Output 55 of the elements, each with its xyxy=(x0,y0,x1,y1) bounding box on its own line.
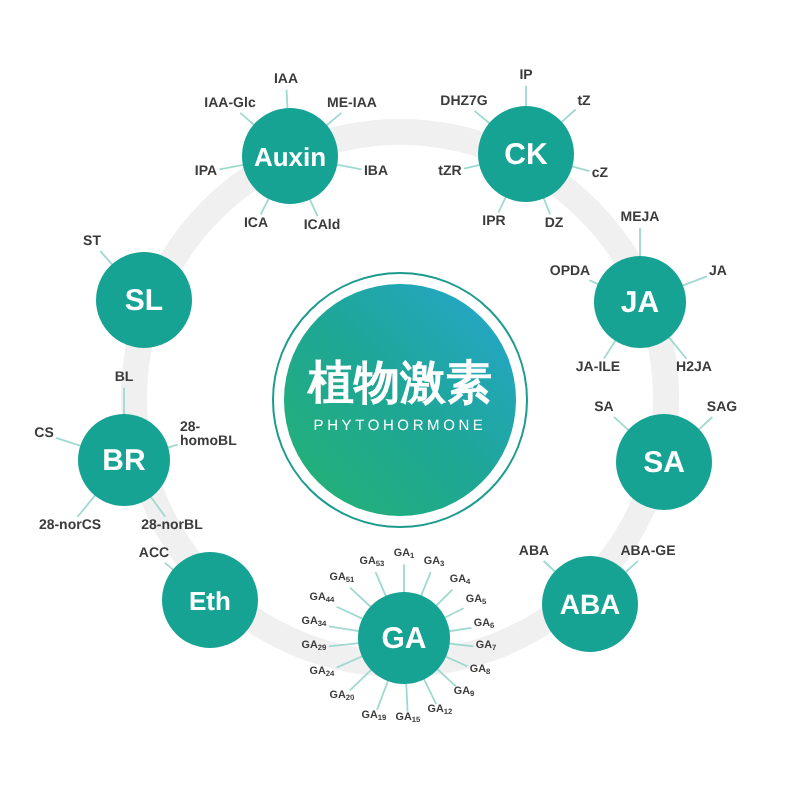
hormone-circle: Auxin xyxy=(242,108,338,204)
leader-line xyxy=(327,625,361,632)
leader-line xyxy=(420,571,432,597)
leader-line xyxy=(639,226,641,258)
leader-line xyxy=(405,682,409,713)
leader-line xyxy=(697,416,714,431)
leader-line xyxy=(218,163,245,171)
leader-line xyxy=(376,679,389,711)
leader-line xyxy=(163,561,175,571)
leader-line xyxy=(259,197,270,216)
leader-line xyxy=(560,108,577,124)
leader-line xyxy=(570,165,591,173)
leader-line xyxy=(497,196,507,214)
leader-line xyxy=(463,164,481,170)
leader-line xyxy=(436,668,457,688)
leader-line xyxy=(123,386,125,416)
leader-line xyxy=(624,560,639,574)
leader-line xyxy=(403,563,405,594)
leader-line xyxy=(681,275,708,287)
hormone-circle: SL xyxy=(96,252,192,348)
hormone-circle: SA xyxy=(616,414,712,510)
hormone-circle: BR xyxy=(78,414,170,506)
leader-line xyxy=(149,495,167,518)
leader-line xyxy=(448,627,473,633)
leader-line xyxy=(76,494,97,518)
leader-line xyxy=(435,588,454,607)
leader-line xyxy=(613,416,630,432)
leader-line xyxy=(667,336,688,360)
hormone-circle: Eth xyxy=(162,552,258,648)
leader-line xyxy=(422,677,437,705)
hormone-circle: CK xyxy=(478,106,574,202)
leader-line xyxy=(335,163,363,171)
hormone-circle: ABA xyxy=(542,556,638,652)
title-text: 植物激素 xyxy=(308,358,492,410)
leader-line xyxy=(285,88,289,110)
leader-line xyxy=(374,571,387,598)
leader-line xyxy=(99,250,114,266)
leader-line xyxy=(325,111,343,127)
leader-line xyxy=(349,586,372,608)
leader-line xyxy=(308,198,319,218)
leader-line xyxy=(327,642,360,648)
leader-line xyxy=(444,655,469,668)
leader-line xyxy=(542,197,552,216)
leader-line xyxy=(55,437,82,447)
leader-line xyxy=(335,605,364,620)
hormone-circle: GA xyxy=(358,592,450,684)
leader-line xyxy=(525,84,527,108)
leader-line xyxy=(348,668,373,692)
hormone-circle: JA xyxy=(594,256,686,348)
leader-line xyxy=(335,655,364,669)
leader-line xyxy=(473,109,491,125)
leader-line xyxy=(603,339,617,360)
leader-line xyxy=(448,642,475,648)
leader-line xyxy=(542,560,557,573)
leader-line xyxy=(239,112,256,126)
